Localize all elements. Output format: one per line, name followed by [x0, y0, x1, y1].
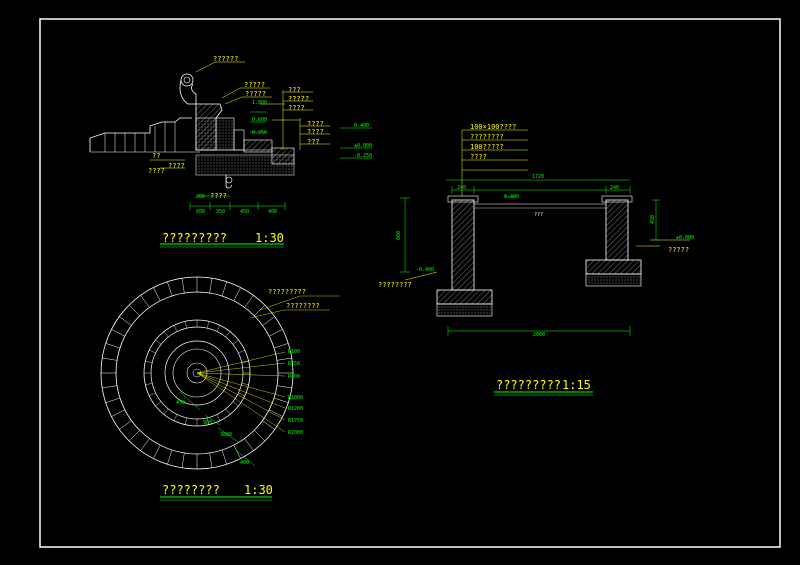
fountain-level-4: 0.400: [354, 123, 369, 129]
fountain-bottom-note: ????: [210, 192, 227, 200]
fountain-plan-radius-3: R400: [288, 374, 300, 380]
fountain-plan-radius-6: R1750: [288, 418, 303, 424]
wall-section-mid-label: ???: [534, 212, 543, 218]
wall-section-dim-3: 240: [610, 185, 619, 191]
fountain-plan-dimensions: [179, 391, 256, 467]
fountain-dim-5: 200: [196, 194, 205, 200]
fountain-plan-label-2: ????????: [286, 302, 320, 310]
fountain-plan-drawing: [100, 276, 294, 470]
wall-section-label-2: ????????: [470, 133, 504, 141]
fountain-section-label-3: ?????: [245, 90, 266, 98]
wall-section-label-1: 100×100????: [470, 123, 516, 131]
wall-section-label-4: ????: [470, 153, 487, 161]
fountain-plan-dim-4: 400: [240, 460, 249, 466]
fountain-section-label-6: ????: [288, 104, 305, 112]
fountain-plan-radius-2: R550: [288, 361, 300, 367]
fountain-section-label-11: ????: [148, 167, 165, 175]
wall-section-scale: 1:15: [562, 378, 591, 392]
fountain-section-label-7: ????: [307, 120, 324, 128]
fountain-dim-2: 350: [216, 209, 225, 215]
fountain-plan-radius-4: R1000: [288, 395, 303, 401]
fountain-plan-scale: 1:30: [244, 483, 273, 497]
fountain-section-label-5: ?????: [288, 95, 309, 103]
fountain-section-label-1: ??????: [213, 55, 238, 63]
wall-section-label-6: ????????: [378, 281, 412, 289]
wall-section-label-3: 100?????: [470, 143, 504, 151]
wall-section-level-2: ±0.000: [676, 235, 694, 241]
wall-section-dim-2: 1720: [532, 174, 544, 180]
wall-section-level-1: 0.400: [504, 194, 519, 200]
fountain-level-6: -0.250: [354, 153, 372, 159]
fountain-section-label-12: ????: [168, 162, 185, 170]
wall-section-dim-4: 2000: [533, 332, 545, 338]
fountain-dim-4: 400: [268, 209, 277, 215]
fountain-plan-radius-1: R100: [288, 349, 300, 355]
fountain-dim-1: 600: [196, 209, 205, 215]
wall-section-drawing: [400, 129, 690, 396]
wall-section-label-5: ?????: [668, 246, 689, 254]
fountain-level-3: 0.250: [252, 130, 267, 136]
fountain-level-2: 0.600: [252, 117, 267, 123]
fountain-section-label-8: ????: [307, 128, 324, 136]
fountain-plan-dim-1: 450: [176, 400, 185, 406]
fountain-plan-title: ????????: [162, 483, 220, 497]
fountain-plan-dim-3: 3800: [220, 432, 232, 438]
wall-section-dim-6: 450: [650, 215, 656, 224]
fountain-plan-radius-5: R1200: [288, 406, 303, 412]
fountain-section-label-4: ???: [288, 86, 301, 94]
fountain-section-scale: 1:30: [255, 231, 284, 245]
fountain-plan-dim-2: 900: [203, 420, 212, 426]
fountain-section-label-2: ?????: [244, 81, 265, 89]
wall-section-dim-1: 240: [457, 185, 466, 191]
fountain-plan-radius-7: R2000: [288, 430, 303, 436]
fountain-dim-3: 450: [240, 209, 249, 215]
fountain-section-drawing: [89, 61, 372, 248]
fountain-level-1: 1.000: [252, 100, 267, 106]
wall-section-level-3: -0.400: [416, 267, 434, 273]
fountain-section-label-9: ???: [307, 138, 320, 146]
drawing-frame: [39, 18, 781, 548]
wall-section-title: ?????????: [496, 378, 561, 392]
fountain-level-5: ±0.000: [354, 143, 372, 149]
fountain-plan-radius-lines: [196, 295, 340, 433]
fountain-section-label-10: ??: [152, 152, 160, 160]
fountain-section-title: ?????????: [162, 231, 227, 245]
fountain-plan-label-1: ?????????: [268, 288, 306, 296]
wall-section-dim-5: 800: [396, 231, 402, 240]
